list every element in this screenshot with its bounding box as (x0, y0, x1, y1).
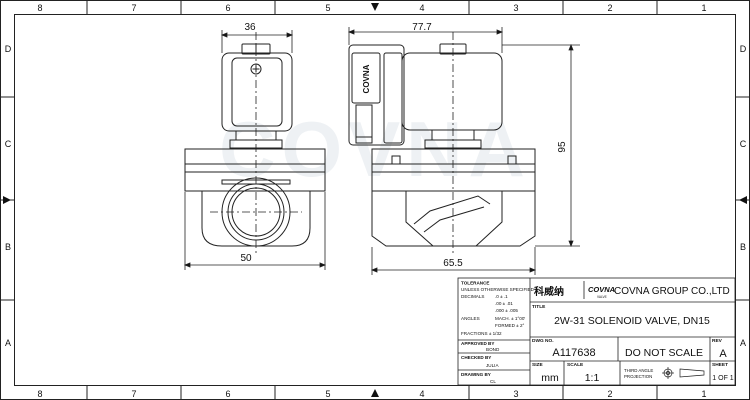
valve-side-view (348, 43, 536, 247)
company-brand-sub: VALVE (597, 295, 607, 299)
zone-col-bottom: 6 (225, 389, 230, 399)
front-centerline (210, 32, 302, 254)
zone-col-top: 2 (607, 3, 612, 13)
zone-row-right: A (740, 338, 746, 348)
fractions-label: FRACTIONS ± 1/32 (461, 331, 502, 336)
zone-row-left: C (5, 139, 12, 149)
zone-col-bottom: 4 (419, 389, 424, 399)
rev-label: REV (712, 338, 723, 344)
checked-by-value: JULIA (486, 363, 499, 368)
angles-value: MACH. ± 1°00' (495, 316, 525, 321)
coil-label: COVNA (362, 64, 371, 93)
dwg-no-label: DWG NO. (532, 338, 554, 344)
company-brand-logo: COVNA (588, 285, 615, 294)
zone-col-top: 7 (131, 3, 136, 13)
rev-value: A (719, 348, 727, 360)
size-label: SIZE (532, 362, 543, 368)
dim-side-height: 95 (557, 141, 568, 153)
sheet-value: 1 OF 1 (712, 375, 734, 382)
angles-value: FORMED ± 2° (495, 323, 525, 328)
decimals-value: .000 ± .005 (495, 308, 518, 313)
side-dimensions (347, 27, 580, 275)
zone-col-top: 8 (37, 3, 42, 13)
do-not-scale: DO NOT SCALE (625, 347, 703, 359)
tolerance-header: TOLERANCE (461, 281, 490, 286)
drawing-by-label: DRAWING BY (461, 372, 491, 377)
drawing-by-value: CL (490, 379, 496, 384)
front-dimensions (183, 30, 327, 270)
zone-row-left: D (5, 44, 12, 54)
zone-col-top: 1 (701, 3, 706, 13)
dim-front-top: 36 (244, 22, 256, 33)
company-name: COVNA GROUP CO.,LTD (614, 286, 730, 297)
tolerance-block: TOLERANCE UNLESS OTHERWISE SPECIFIED DEC… (461, 281, 535, 337)
projection-label: THIRD ANGLE (624, 368, 653, 373)
projection-label: PROJECTION (624, 374, 652, 379)
zone-row-right: B (740, 242, 746, 252)
dim-side-bottom: 65.5 (443, 258, 463, 269)
angles-label: ANGLES (461, 316, 480, 321)
size-value: mm (541, 372, 559, 384)
checked-by-label: CHECKED BY (461, 355, 491, 360)
decimals-value: .00 ± .01 (495, 301, 513, 306)
approved-by-value: BOND (486, 347, 500, 352)
zone-col-top: 6 (225, 3, 230, 13)
dim-front-bottom: 50 (240, 253, 252, 264)
dim-side-top: 77.7 (412, 22, 432, 33)
zone-col-top: 4 (419, 3, 424, 13)
approved-by-label: APPROVED BY (461, 341, 494, 346)
zone-col-bottom: 2 (607, 389, 612, 399)
title-label: TITLE (532, 304, 546, 310)
zone-col-top: 5 (325, 3, 330, 13)
zone-col-bottom: 3 (513, 389, 518, 399)
drawing-title: 2W-31 SOLENOID VALVE, DN15 (554, 315, 710, 327)
zone-col-bottom: 7 (131, 389, 136, 399)
tolerance-unless: UNLESS OTHERWISE SPECIFIED (461, 287, 535, 292)
decimals-value: .0 ± .1 (495, 294, 508, 299)
title-block-grid (457, 277, 736, 386)
zone-row-right: C (740, 139, 747, 149)
zone-col-bottom: 5 (325, 389, 330, 399)
third-angle-projection-icon (662, 367, 705, 379)
zone-col-top: 3 (513, 3, 518, 13)
scale-value: 1:1 (585, 372, 600, 384)
sheet-label: SHEET (712, 362, 728, 368)
zone-row-left: B (5, 242, 11, 252)
centering-arrows (3, 3, 747, 397)
inner-frame (14, 14, 736, 386)
zone-row-left: A (5, 338, 11, 348)
decimals-label: DECIMALS (461, 294, 485, 299)
zone-row-right: D (740, 44, 747, 54)
zone-col-bottom: 1 (701, 389, 706, 399)
company-cn-name: 科威纳 (534, 285, 564, 298)
dwg-no-value: A117638 (552, 347, 595, 359)
zone-col-bottom: 8 (37, 389, 42, 399)
scale-label: SCALE (567, 362, 584, 368)
